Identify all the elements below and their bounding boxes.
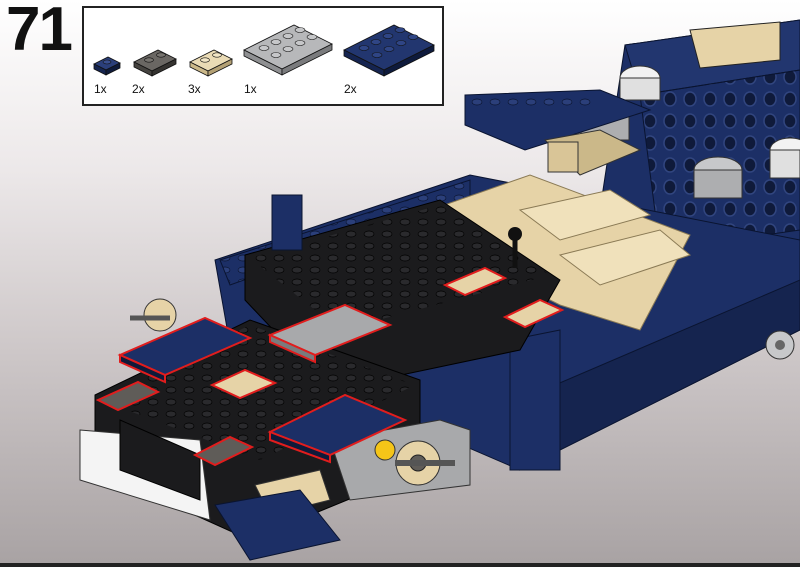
plate-1x1-dark-blue-icon — [93, 56, 121, 76]
front-section — [79, 298, 471, 561]
part-qty: 3x — [188, 82, 201, 96]
step-number: 71 — [6, 0, 73, 64]
parts-list-callout: 1x 2x 3x 1x — [82, 6, 444, 106]
plate-1x2-tan-icon — [189, 49, 233, 77]
rear-wheel-hub — [765, 330, 795, 360]
part-qty: 1x — [244, 82, 257, 96]
plate-2x4-light-gray-icon — [243, 24, 333, 76]
plate-1x2-dark-gray-icon — [133, 49, 177, 77]
part-qty: 1x — [94, 82, 107, 96]
highlighted-new-parts — [95, 266, 565, 467]
plate-2x4-dark-blue-icon — [343, 24, 435, 77]
upper-side-wall — [464, 89, 652, 176]
page-bottom-bar — [0, 563, 800, 567]
part-qty: 2x — [344, 82, 357, 96]
part-qty: 2x — [132, 82, 145, 96]
rear-structure — [580, 19, 800, 351]
